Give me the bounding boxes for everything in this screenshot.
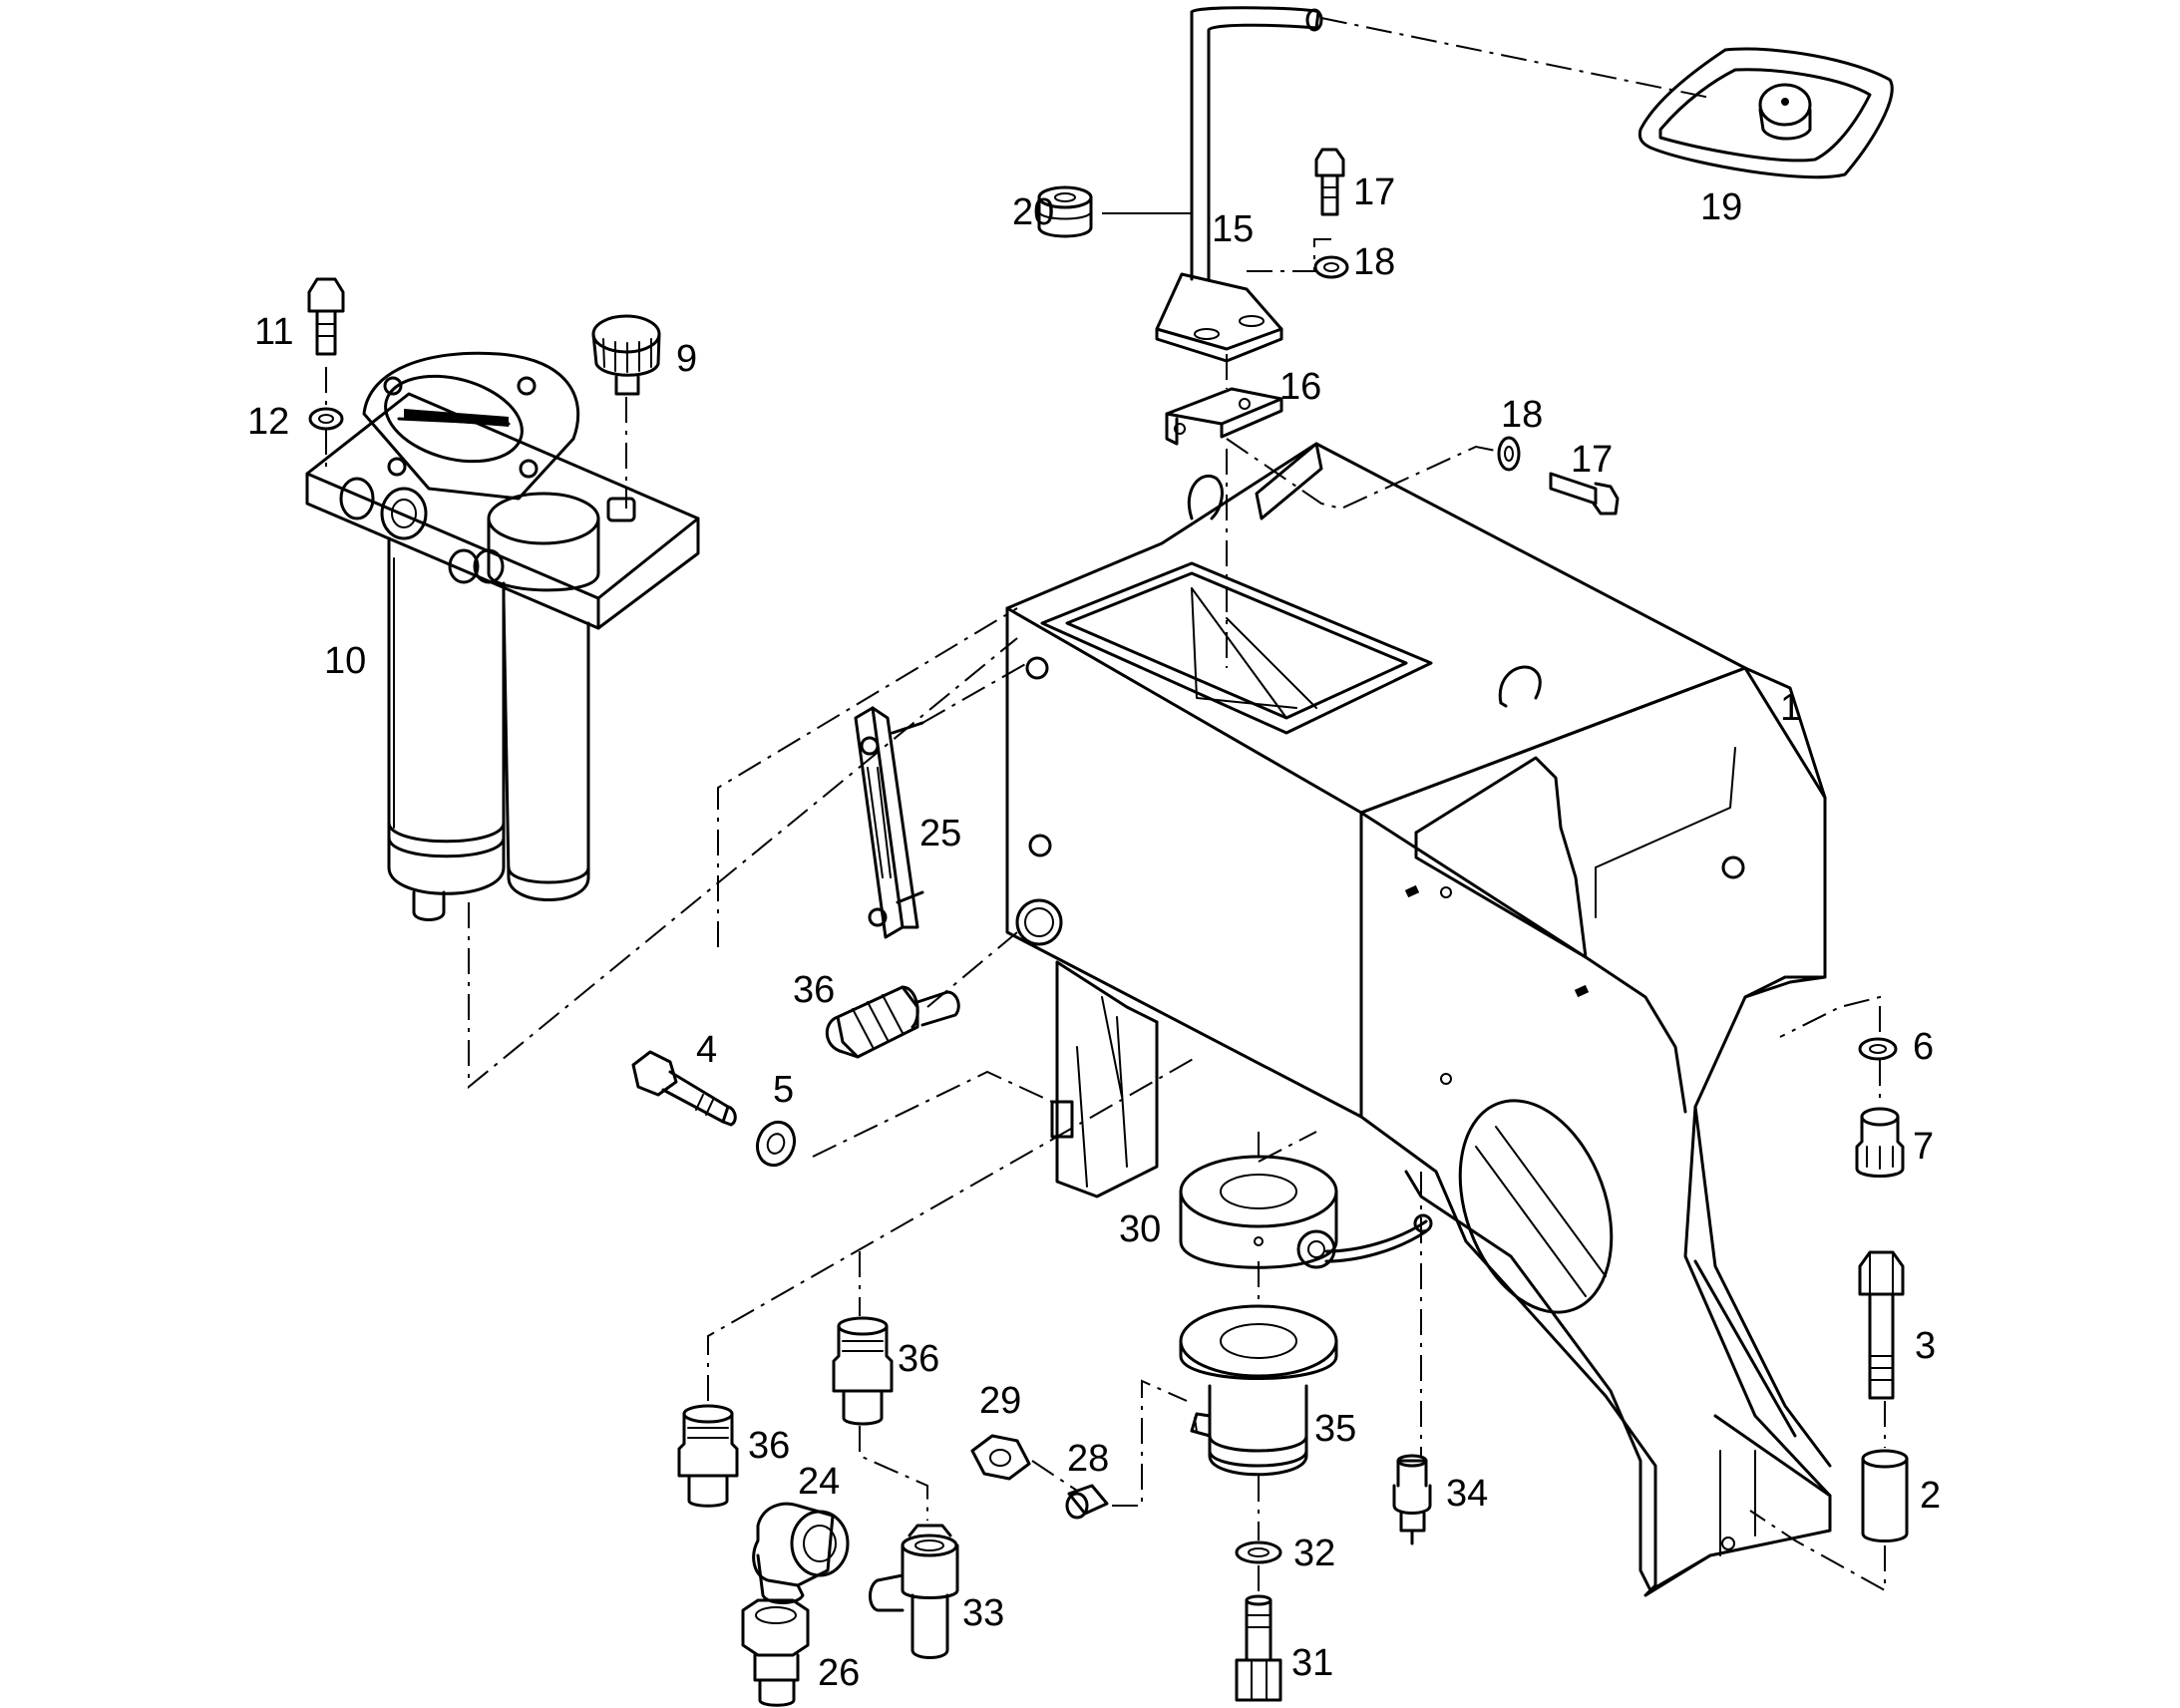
callout-24: 24	[798, 1461, 840, 1503]
callout-33: 33	[962, 1592, 1004, 1634]
sensor-housing-part-30	[1179, 1155, 1338, 1269]
callout-19: 19	[1700, 186, 1742, 228]
tee-part-33	[869, 1524, 959, 1659]
callout-6: 6	[1913, 1026, 1934, 1068]
callout-16: 16	[1279, 366, 1321, 408]
callout-26: 26	[818, 1652, 860, 1694]
callout-35: 35	[1314, 1408, 1356, 1450]
washer-part-6	[1858, 1037, 1898, 1061]
callout-36-lower: 36	[748, 1425, 790, 1467]
grommet-part-20	[1037, 185, 1093, 238]
washer-part-5	[755, 1120, 797, 1168]
washer-part-12	[308, 407, 344, 431]
callout-36-upper: 36	[793, 969, 835, 1011]
callout-5: 5	[773, 1069, 794, 1111]
callout-36-middle: 36	[898, 1338, 939, 1380]
fitting-part-36-lower	[677, 1404, 739, 1508]
bolt-part-11	[307, 277, 345, 356]
washer-part-18-upper	[1313, 255, 1349, 279]
washer-part-18-side	[1497, 436, 1521, 472]
callout-7: 7	[1913, 1126, 1934, 1168]
sleeve-part-2	[1861, 1449, 1909, 1542]
bracket-part-15	[1155, 6, 1323, 363]
callouts: 1 2 3 4 5 6 7 9 10 11 12 15 16 17 17 18 …	[247, 171, 1941, 1694]
filter-part-10	[305, 351, 700, 921]
callout-12: 12	[247, 401, 289, 443]
callout-20: 20	[1012, 191, 1054, 233]
bolt-part-31	[1235, 1594, 1282, 1702]
plug-part-28	[1065, 1484, 1109, 1520]
sensor-part-34	[1392, 1454, 1432, 1545]
callout-10: 10	[324, 640, 366, 682]
callout-31: 31	[1291, 1642, 1333, 1684]
bolt-part-17-upper	[1314, 148, 1345, 216]
callout-18-side: 18	[1501, 394, 1543, 436]
fitting-part-36-middle	[832, 1316, 894, 1426]
fitting-part-36-upper	[825, 985, 960, 1059]
fitting-part-7	[1855, 1107, 1905, 1178]
housing-part-1	[1005, 442, 1832, 1597]
connector-part-26	[741, 1598, 810, 1707]
bolt-part-17-side	[1549, 472, 1620, 515]
callout-30: 30	[1119, 1208, 1161, 1250]
callout-9: 9	[676, 338, 697, 380]
cap-part-9	[591, 314, 661, 396]
sight-gauge-part-25	[854, 706, 924, 939]
callout-17-upper: 17	[1353, 171, 1395, 213]
callout-18-upper: 18	[1353, 241, 1395, 283]
callout-28: 28	[1067, 1438, 1109, 1480]
callout-15: 15	[1212, 208, 1254, 250]
callout-25: 25	[919, 813, 961, 854]
callout-32: 32	[1293, 1533, 1335, 1574]
bolt-part-3	[1858, 1250, 1905, 1400]
callout-1: 1	[1780, 687, 1801, 729]
callout-3: 3	[1915, 1325, 1936, 1367]
callout-29: 29	[979, 1380, 1021, 1422]
assembly-lines	[325, 17, 1886, 1595]
callout-4: 4	[696, 1029, 717, 1071]
callout-2: 2	[1920, 1475, 1941, 1517]
washer-part-32	[1235, 1540, 1282, 1564]
callout-34: 34	[1446, 1473, 1488, 1515]
elbow-part-24	[752, 1502, 850, 1604]
plate-part-16	[1165, 387, 1283, 446]
callout-11: 11	[254, 311, 293, 353]
flange-body-part-35	[1179, 1304, 1338, 1477]
bolt-part-4	[631, 1050, 737, 1127]
pad-part-19	[1637, 47, 1894, 179]
nut-part-29	[970, 1434, 1031, 1481]
callout-17-side: 17	[1571, 439, 1613, 481]
